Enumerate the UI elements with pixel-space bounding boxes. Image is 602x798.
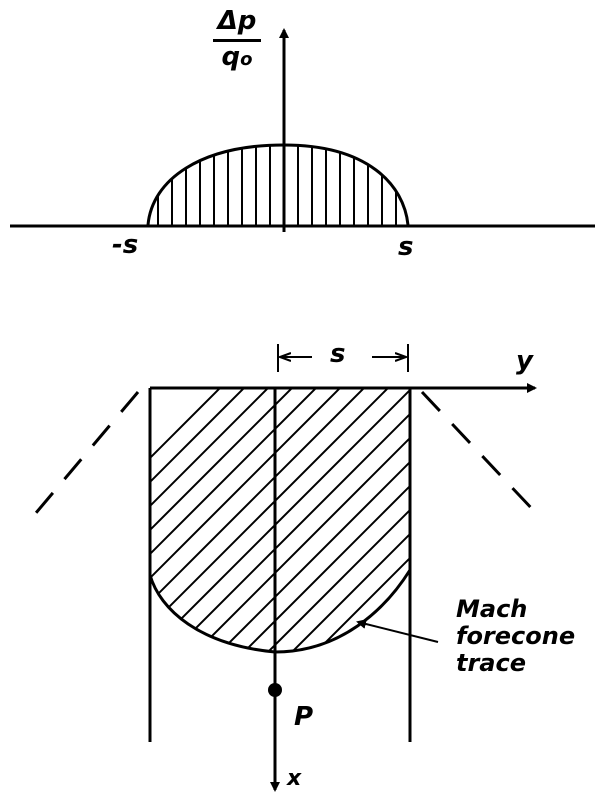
annotation-arrow [356,619,439,643]
left-mach-line-dashed [28,391,140,521]
annotation-line-1: Mach [456,595,528,623]
fraction-bar [213,39,261,42]
x-axis-label: x [287,766,302,791]
annotation-line-2: forecone [456,622,576,650]
dimension-label-s: s [330,339,346,369]
annotation-line-3: trace [456,649,527,677]
right-mach-line-dashed [420,390,537,514]
pressure-axis-denominator: qo [207,44,267,70]
tick-label-s: s [398,232,414,262]
dome-hatching [157,145,397,225]
dimension-marker [277,344,409,372]
point-p-label: P [294,702,314,732]
pressure-axis-label: Δp qo [207,8,267,70]
tick-label-neg-s: -s [112,230,139,260]
point-p-dot [268,683,282,697]
pressure-axis-numerator: Δp [217,6,257,36]
denominator-symbol: q [221,42,241,72]
y-axis-label: y [516,346,533,376]
denominator-subscript: o [240,49,253,70]
pressure-plot [10,28,595,232]
mach-forecone-annotation: Mach forecone trace [456,596,575,677]
